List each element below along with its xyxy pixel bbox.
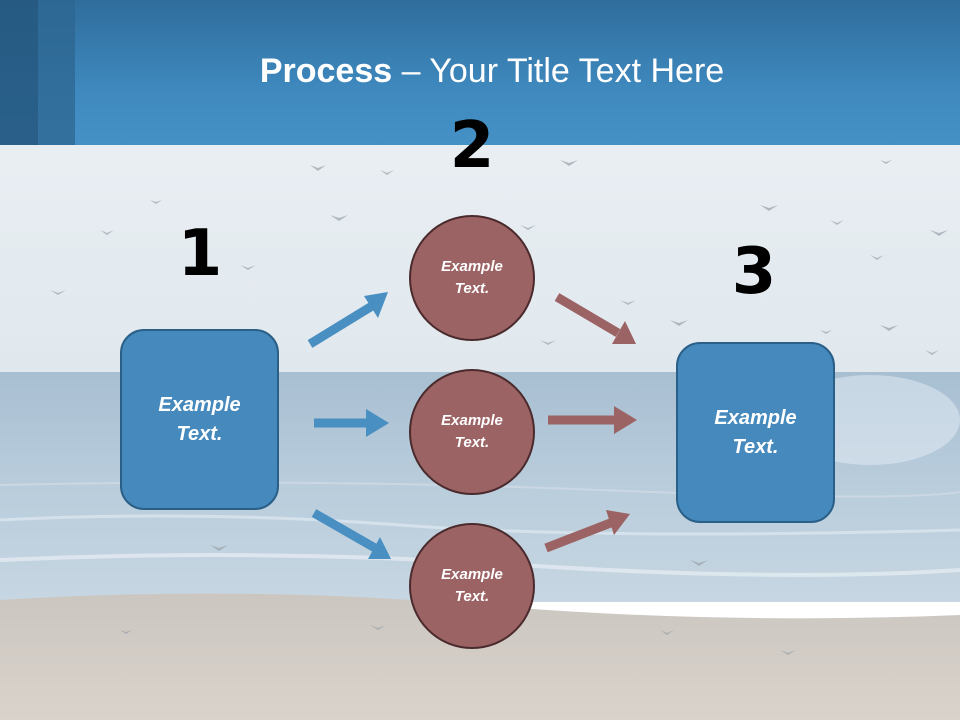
header-stripe xyxy=(38,0,75,145)
slide-title: Process – Your Title Text Here xyxy=(0,52,960,91)
step-2-circle-bottom: Example Text. xyxy=(409,523,535,649)
step-3-box: Example Text. xyxy=(676,342,835,523)
step-2-label-top: Example Text. xyxy=(441,257,503,298)
step-1-label: Example Text. xyxy=(158,393,241,445)
header-stripe xyxy=(0,0,38,145)
step-number-3: 3 xyxy=(731,235,777,309)
step-2-circle-top: Example Text. xyxy=(409,215,535,341)
step-2-circle-middle: Example Text. xyxy=(409,369,535,495)
step-number-1: 1 xyxy=(177,217,223,291)
red-arrow-middle xyxy=(548,406,637,434)
blue-arrow-down xyxy=(311,509,391,559)
step-2-label-middle: Example Text. xyxy=(441,411,503,452)
step-2-label-bottom: Example Text. xyxy=(441,565,503,606)
header-band xyxy=(0,0,960,145)
blue-arrow-middle xyxy=(314,409,389,437)
step-number-2: 2 xyxy=(449,109,495,183)
step-1-box: Example Text. xyxy=(120,329,279,510)
step-3-label: Example Text. xyxy=(714,406,797,458)
title-bold: Process xyxy=(259,52,393,90)
red-arrow-up xyxy=(544,510,630,553)
blue-arrow-up xyxy=(307,292,388,348)
red-arrow-down xyxy=(554,293,636,344)
title-rest: – Your Title Text Here xyxy=(392,52,725,90)
